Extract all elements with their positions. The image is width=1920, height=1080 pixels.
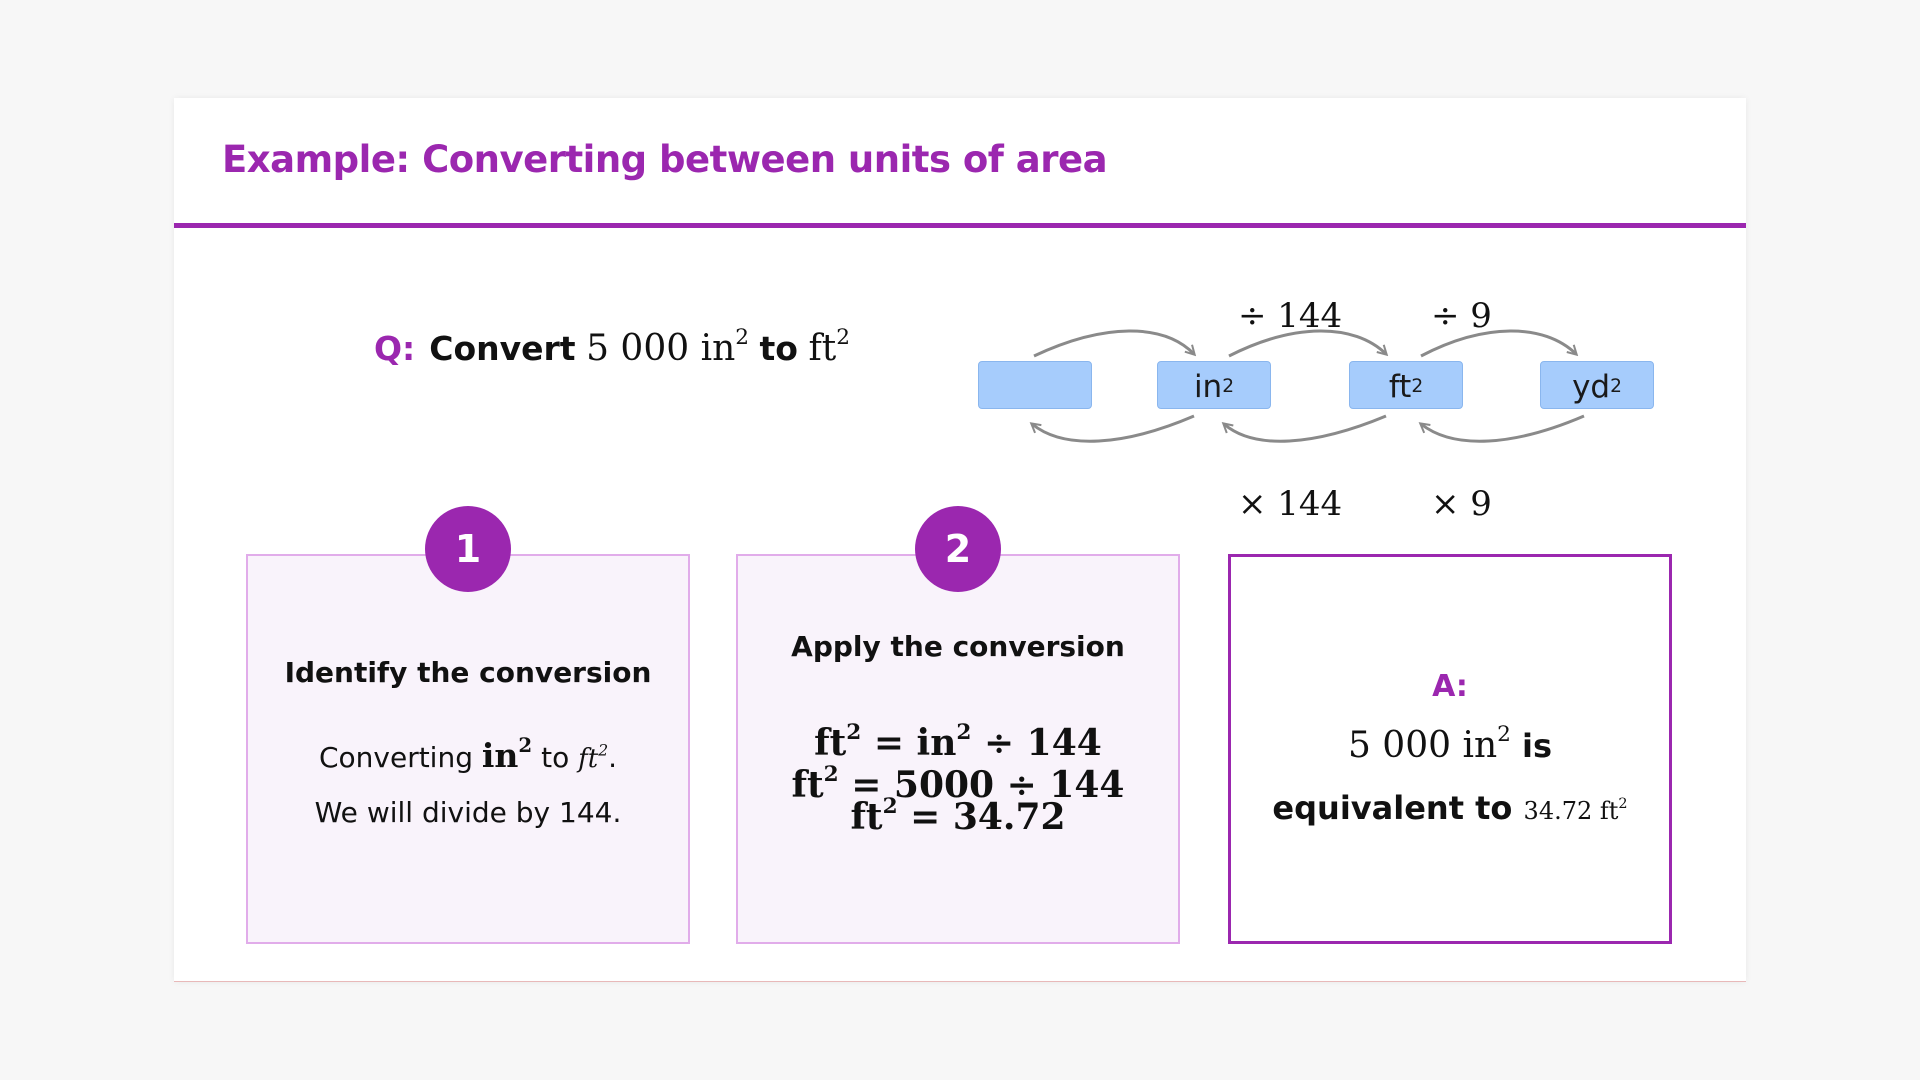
- arrow-multiply-144: [1224, 414, 1387, 443]
- equation-line-2: ft2 = 5000 ÷ 144: [791, 761, 1125, 806]
- step-heading-2: Apply the conversion: [791, 630, 1125, 663]
- unit-box-blank: [978, 361, 1092, 409]
- question-convert-word: Convert: [429, 329, 576, 368]
- equation-line-1: ft2 = in2 ÷ 144: [814, 719, 1102, 764]
- step-badge-1: 1: [425, 506, 511, 592]
- answer-label: A:: [1432, 669, 1468, 704]
- question-to-word: to: [759, 329, 798, 368]
- step-card-1: 1 Identify the conversion Converting in2…: [246, 506, 690, 944]
- answer-line-1: 5 000 in2 is: [1347, 721, 1553, 766]
- question-label: Q:: [374, 329, 416, 368]
- question: Q: Convert 5 000 in2 to ft2: [374, 324, 851, 369]
- step-card-2: 2 Apply the conversion ft2 = in2 ÷ 144 f…: [736, 506, 1180, 944]
- answer-card: A: 5 000 in2 is equivalent to 34.72 ft2: [1228, 554, 1672, 944]
- question-amount: 5 000 in2: [586, 324, 750, 369]
- label-multiply-9: × 9: [1431, 484, 1492, 524]
- label-multiply-144: × 144: [1238, 484, 1343, 524]
- title-divider: [174, 223, 1746, 228]
- question-target: ft2: [808, 324, 851, 369]
- arrow-multiply-9: [1421, 414, 1585, 443]
- step-badge-2: 2: [915, 506, 1001, 592]
- label-divide-9: ÷ 9: [1431, 296, 1492, 336]
- answer-line-2: equivalent to 34.72 ft2: [1272, 789, 1628, 827]
- page-title: Example: Converting between units of are…: [222, 138, 1108, 181]
- arrow-divide-9: [1420, 329, 1576, 358]
- equation-line-3: ft2 = 34.72: [850, 793, 1066, 838]
- step-1-line-1: Converting in2 to ft2.: [318, 733, 618, 775]
- conversion-arrows: [984, 329, 1585, 443]
- step-heading-1: Identify the conversion: [284, 656, 652, 689]
- step-1-line-2: We will divide by 144.: [314, 796, 622, 829]
- arrow-multiply-1: [1032, 414, 1195, 443]
- arrow-divide-1: [1033, 329, 1194, 358]
- slide: Example: Converting between units of are…: [174, 98, 1746, 982]
- arrow-divide-144: [1228, 329, 1386, 358]
- slide-bottom-border: [174, 981, 1746, 982]
- label-divide-144: ÷ 144: [1238, 296, 1343, 336]
